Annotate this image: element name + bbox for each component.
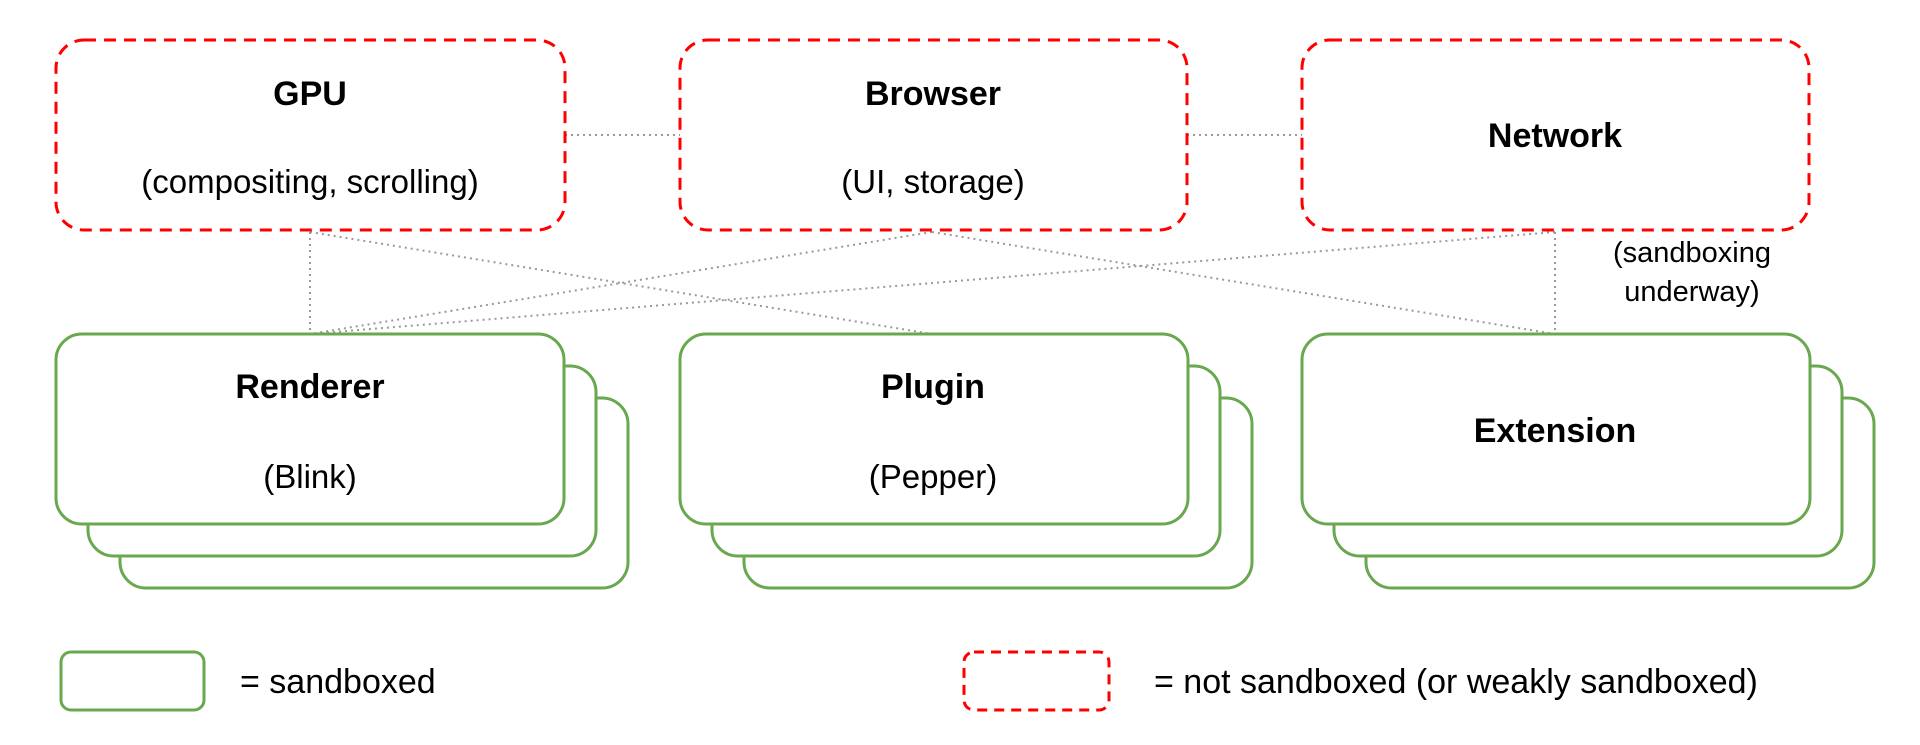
gpu-title: GPU [273, 75, 347, 113]
network-note-line-1: (sandboxing [1613, 237, 1771, 269]
browser-detail: (UI, storage) [841, 163, 1024, 200]
renderer-stack-front [54, 332, 566, 526]
extension-title: Extension [1474, 412, 1636, 450]
network-note-line-2: underway) [1624, 276, 1759, 308]
legend-sandboxed-label: = sandboxed [240, 663, 436, 701]
browser-box-border [678, 38, 1189, 232]
legend: = sandboxed = not sandboxed (or weakly s… [59, 650, 1758, 712]
network-box-border [1300, 38, 1811, 232]
network-title: Network [1488, 117, 1622, 155]
plugin-stack-front [678, 332, 1190, 526]
extension-stack-front [1300, 332, 1812, 526]
network-note: (sandboxing underway) [1613, 237, 1771, 308]
gpu-process-box: GPU (compositing, scrolling) [54, 38, 567, 232]
browser-title: Browser [865, 75, 1001, 113]
connector-browser-extension [931, 231, 1556, 335]
connector-network-renderer [309, 231, 1556, 335]
renderer-detail: (Blink) [263, 458, 357, 495]
connectors [309, 134, 1556, 335]
network-process-box: Network [1300, 38, 1811, 232]
gpu-detail: (compositing, scrolling) [141, 163, 478, 200]
gpu-box-border [54, 38, 567, 232]
legend-not-sandboxed-swatch [962, 650, 1111, 712]
browser-process-box: Browser (UI, storage) [678, 38, 1189, 232]
extension-process-stack: Extension [1300, 332, 1876, 590]
renderer-process-stack: Renderer (Blink) [54, 332, 630, 590]
legend-sandboxed-swatch [59, 650, 206, 712]
renderer-title: Renderer [235, 368, 384, 406]
plugin-process-stack: Plugin (Pepper) [678, 332, 1254, 590]
plugin-detail: (Pepper) [869, 458, 997, 495]
plugin-title: Plugin [881, 368, 985, 406]
legend-not-sandboxed-label: = not sandboxed (or weakly sandboxed) [1154, 663, 1758, 701]
